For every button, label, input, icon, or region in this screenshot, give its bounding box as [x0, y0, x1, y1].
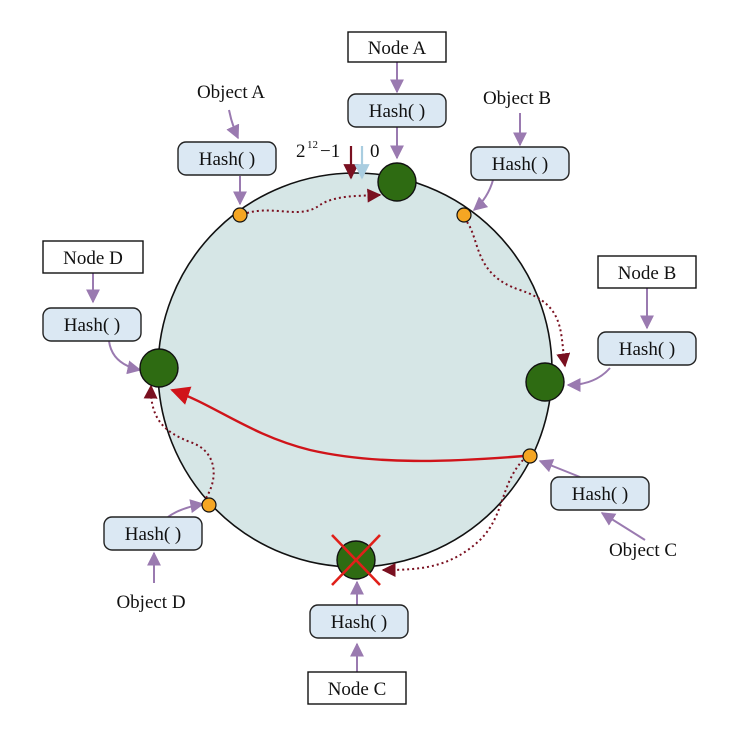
ring-max-label: 2 — [296, 141, 306, 162]
node-b-point[interactable] — [525, 362, 565, 402]
object-a-hash-label: Hash( ) — [199, 149, 255, 170]
object-c-hash-box: Hash( ) — [550, 476, 650, 511]
ring-max-suffix: −1 — [320, 141, 340, 162]
node-b-label: Node B — [618, 263, 677, 284]
ring-zero-label: 0 — [370, 141, 380, 162]
object-d-hash-box: Hash( ) — [103, 516, 203, 551]
object-c-point[interactable] — [522, 448, 538, 464]
node-a-point[interactable] — [377, 162, 417, 202]
node-a-hash-box: Hash( ) — [347, 93, 447, 128]
removed-node-cross-icon — [331, 534, 381, 586]
node-c-hash-box: Hash( ) — [309, 604, 409, 639]
object-a-point[interactable] — [232, 207, 248, 223]
node-d-hash-box: Hash( ) — [42, 307, 142, 342]
node-b-hash-label: Hash( ) — [619, 339, 675, 360]
node-d-hash-label: Hash( ) — [64, 315, 120, 336]
remapped-object-path — [170, 386, 525, 463]
object-c-hash-label: Hash( ) — [572, 484, 628, 505]
object-c-label: Object C — [609, 540, 677, 561]
node-d-label-box: Node D — [42, 240, 144, 274]
ring-max-exponent: 12 — [307, 139, 318, 151]
object-b-point[interactable] — [456, 207, 472, 223]
node-c-label-box: Node C — [307, 671, 407, 705]
node-a-label-box: Node A — [347, 31, 447, 63]
object-d-hash-label: Hash( ) — [125, 524, 181, 545]
object-d-label: Object D — [116, 592, 185, 613]
object-to-node-paths — [143, 188, 571, 577]
node-d-label: Node D — [63, 248, 123, 269]
hash-input-arrows — [86, 62, 654, 672]
object-a-label: Object A — [197, 82, 265, 103]
node-c-hash-label: Hash( ) — [331, 612, 387, 633]
node-b-hash-box: Hash( ) — [597, 331, 697, 366]
node-a-hash-label: Hash( ) — [369, 101, 425, 122]
object-b-label: Object B — [483, 88, 551, 109]
node-b-label-box: Node B — [597, 255, 697, 289]
node-c-label: Node C — [328, 679, 387, 700]
object-b-hash-box: Hash( ) — [470, 146, 570, 181]
object-d-point[interactable] — [201, 497, 217, 513]
ring-origin-markers: 2 12 −1 0 — [296, 139, 380, 180]
object-a-hash-box: Hash( ) — [177, 141, 277, 176]
object-b-hash-label: Hash( ) — [492, 154, 548, 175]
node-a-label: Node A — [368, 38, 427, 59]
node-d-point[interactable] — [139, 348, 179, 388]
hash-ring — [157, 172, 553, 568]
